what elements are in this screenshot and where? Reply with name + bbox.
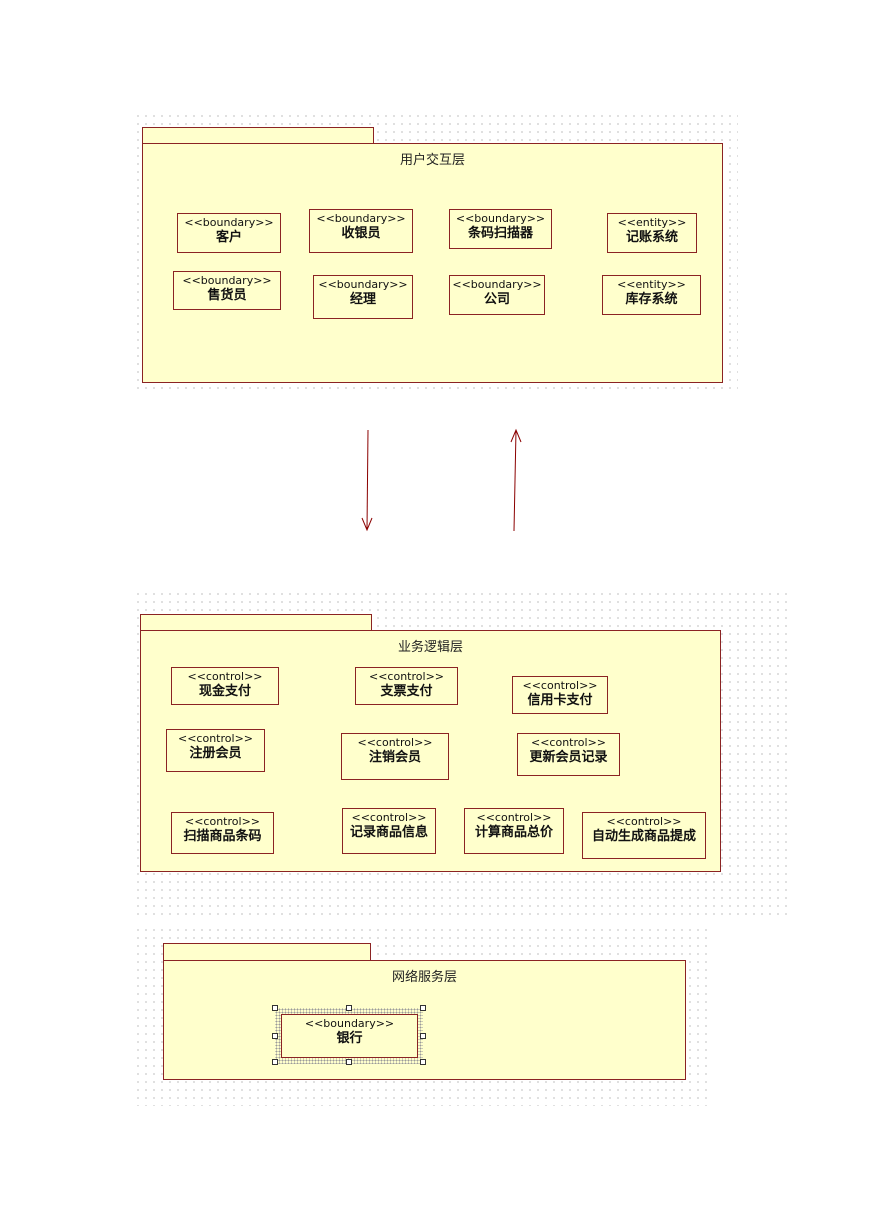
class-box[interactable]: <<control>> 注销会员 [341,733,449,780]
stereotype-label: <<control>> [369,670,444,683]
class-box[interactable]: <<boundary>> 售货员 [173,271,281,310]
stereotype-label: <<control>> [531,736,606,749]
package-tab [140,614,372,631]
resize-handle[interactable] [346,1059,352,1065]
resize-handle[interactable] [420,1005,426,1011]
dependency-arrow-down[interactable] [361,429,373,532]
class-name: 扫描商品条码 [183,829,262,844]
stereotype-label: <<control>> [606,815,682,828]
class-name: 库存系统 [625,292,678,307]
class-name: 自动生成商品提成 [591,829,696,844]
stereotype-label: <<control>> [187,670,263,683]
package-title: 网络服务层 [391,970,457,985]
class-name: 收银员 [341,226,381,241]
stereotype-label: <<control>> [351,811,427,824]
class-box[interactable]: <<entity>> 库存系统 [602,275,701,315]
class-box[interactable]: <<control>> 自动生成商品提成 [582,812,706,859]
stereotype-label: <<boundary>> [318,278,408,291]
stereotype-label: <<control>> [522,679,598,692]
class-name: 注册会员 [189,746,242,761]
package-body[interactable]: 用户交互层 [142,143,723,383]
class-box-selected[interactable]: <<boundary>> 银行 [281,1014,418,1058]
class-box[interactable]: <<entity>> 记账系统 [607,213,697,253]
class-box[interactable]: <<control>> 计算商品总价 [464,808,564,854]
class-name: 记录商品信息 [349,825,428,840]
resize-handle[interactable] [420,1033,426,1039]
stereotype-label: <<control>> [178,732,253,745]
class-name: 售货员 [207,288,247,303]
stereotype-label: <<boundary>> [452,278,542,291]
class-box[interactable]: <<control>> 扫描商品条码 [171,812,274,854]
class-box[interactable]: <<control>> 信用卡支付 [512,676,608,714]
stereotype-label: <<boundary>> [184,216,274,229]
class-box[interactable]: <<control>> 支票支付 [355,667,458,705]
stereotype-label: <<boundary>> [182,274,272,287]
class-box[interactable]: <<boundary>> 公司 [449,275,545,315]
stereotype-label: <<entity>> [617,216,687,229]
class-name: 银行 [336,1031,363,1046]
class-name: 客户 [215,230,242,245]
class-name: 计算商品总价 [474,825,553,840]
class-box[interactable]: <<boundary>> 条码扫描器 [449,209,552,249]
class-name: 现金支付 [198,684,251,699]
class-box[interactable]: <<control>> 注册会员 [166,729,265,772]
package-title: 用户交互层 [399,153,465,168]
resize-handle[interactable] [272,1005,278,1011]
stereotype-label: <<control>> [357,736,433,749]
class-box[interactable]: <<boundary>> 收银员 [309,209,413,253]
class-name: 公司 [483,292,510,307]
package-tab [163,943,371,961]
class-box[interactable]: <<boundary>> 客户 [177,213,281,253]
stereotype-label: <<control>> [476,811,552,824]
class-box[interactable]: <<control>> 更新会员记录 [517,733,620,776]
stereotype-label: <<boundary>> [316,212,406,225]
class-name: 更新会员记录 [529,750,608,765]
stereotype-label: <<entity>> [617,278,686,291]
stereotype-label: <<boundary>> [455,212,546,225]
class-name: 经理 [349,292,376,307]
stereotype-label: <<boundary>> [304,1017,395,1030]
class-box[interactable]: <<control>> 现金支付 [171,667,279,705]
package-title: 业务逻辑层 [397,640,463,655]
class-name: 记账系统 [625,230,678,245]
class-name: 条码扫描器 [467,226,533,241]
class-name: 注销会员 [368,750,421,765]
class-name: 信用卡支付 [527,693,593,708]
resize-handle[interactable] [346,1005,352,1011]
dependency-arrow-up[interactable] [510,428,522,532]
class-box[interactable]: <<boundary>> 经理 [313,275,413,319]
resize-handle[interactable] [420,1059,426,1065]
resize-handle[interactable] [272,1033,278,1039]
class-name: 支票支付 [380,684,433,699]
resize-handle[interactable] [272,1059,278,1065]
stereotype-label: <<control>> [185,815,260,828]
class-box[interactable]: <<control>> 记录商品信息 [342,808,436,854]
